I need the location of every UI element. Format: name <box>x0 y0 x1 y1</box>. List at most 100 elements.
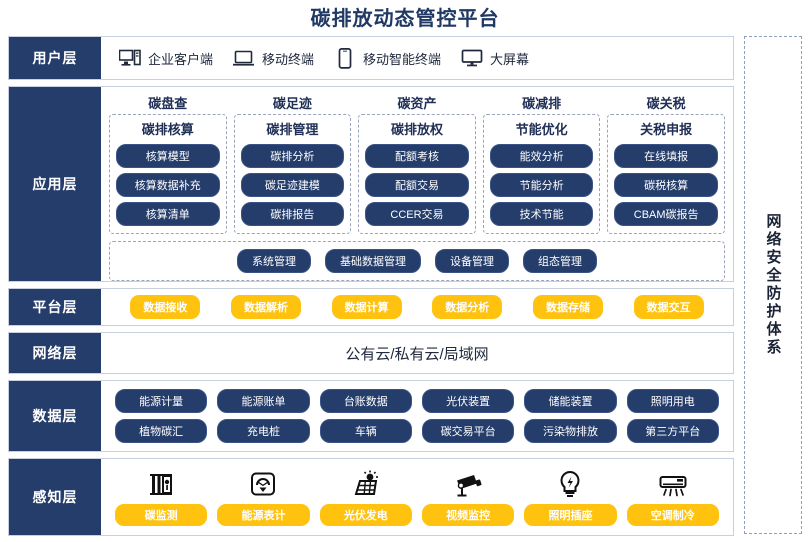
user-item-smart-mobile-terminal[interactable]: 移动智能终端 <box>334 47 442 69</box>
perception-item-label: 能源表计 <box>217 504 310 526</box>
perception-item-label: 光伏发电 <box>319 504 412 526</box>
data-item[interactable]: 第三方平台 <box>626 419 719 443</box>
perception-item-video-surveillance[interactable]: 视频监控 <box>421 468 515 526</box>
data-item[interactable]: 台账数据 <box>319 389 412 413</box>
app-item[interactable]: 碳排分析 <box>240 144 345 168</box>
layer-body-data: 能源计量 能源账单 台账数据 光伏装置 储能装置 照明用电 植物碳汇 充电桩 车… <box>101 381 733 451</box>
app-item[interactable]: 碳税核算 <box>614 173 718 197</box>
security-band-label: 网络安全防护体系 <box>764 213 782 357</box>
application-columns: 碳盘查 碳排核算 核算模型 核算数据补充 核算清单 碳足迹 碳排管理 碳排分析 <box>109 93 725 234</box>
user-item-mobile-terminal[interactable]: 移动终端 <box>233 48 314 68</box>
layer-body-application: 碳盘查 碳排核算 核算模型 核算数据补充 核算清单 碳足迹 碳排管理 碳排分析 <box>101 87 733 281</box>
perception-item-label: 空调制冷 <box>626 504 719 526</box>
sensor-cabinet-icon <box>147 468 175 498</box>
platform-item[interactable]: 数据解析 <box>230 295 301 319</box>
user-item-label: 移动智能终端 <box>363 51 442 67</box>
data-item[interactable]: 植物碳汇 <box>115 419 208 443</box>
app-item[interactable]: 碳足迹建模 <box>240 173 345 197</box>
app-item[interactable]: 碳排报告 <box>240 202 345 226</box>
user-item-label: 移动终端 <box>262 51 315 67</box>
app-column-title: 碳关税 <box>646 96 686 111</box>
app-column-group: 碳排管理 碳排分析 碳足迹建模 碳排报告 <box>233 114 352 234</box>
network-text: 公有云/私有云/局域网 <box>345 345 489 363</box>
platform-item[interactable]: 数据存储 <box>532 295 603 319</box>
app-item[interactable]: CBAM碳报告 <box>614 202 718 226</box>
app-column-subtitle: 碳排放权 <box>390 122 443 137</box>
app-column-carbon-tariff: 碳关税 关税申报 在线填报 碳税核算 CBAM碳报告 <box>607 93 725 234</box>
perception-item-label: 照明插座 <box>524 504 617 526</box>
management-item[interactable]: 设备管理 <box>435 249 509 273</box>
perception-item-air-conditioning[interactable]: 空调制冷 <box>626 468 719 526</box>
data-item[interactable]: 照明用电 <box>626 389 719 413</box>
data-item[interactable]: 储能装置 <box>524 389 617 413</box>
app-column-group: 碳排核算 核算模型 核算数据补充 核算清单 <box>109 114 227 234</box>
app-column-title: 碳足迹 <box>272 96 312 111</box>
app-column-group: 节能优化 能效分析 节能分析 技术节能 <box>482 114 601 234</box>
app-column-title: 碳资产 <box>397 96 437 111</box>
smartphone-icon <box>334 47 356 69</box>
app-column-group: 关税申报 在线填报 碳税核算 CBAM碳报告 <box>607 114 725 234</box>
management-item[interactable]: 基础数据管理 <box>325 249 421 273</box>
layer-label-network: 网络层 <box>9 333 101 373</box>
app-column-subtitle: 关税申报 <box>640 122 693 137</box>
app-column-title: 碳减排 <box>522 96 562 111</box>
app-item[interactable]: 配额交易 <box>365 173 469 197</box>
app-item[interactable]: 配额考核 <box>365 144 469 168</box>
user-item-large-screen[interactable]: 大屏幕 <box>461 48 529 68</box>
perception-grid: 碳监测 能源表计 <box>115 468 719 526</box>
layer-application: 应用层 碳盘查 碳排核算 核算模型 核算数据补充 核算清单 碳足迹 <box>8 86 734 282</box>
data-item[interactable]: 能源账单 <box>217 389 310 413</box>
layer-body-platform: 数据接收 数据解析 数据计算 数据分析 数据存储 数据交互 <box>101 289 733 325</box>
layer-body-user: 企业客户端 移动终端 <box>101 37 733 79</box>
platform-item[interactable]: 数据计算 <box>331 295 402 319</box>
app-item[interactable]: 核算数据补充 <box>116 173 220 197</box>
layer-body-network: 公有云/私有云/局域网 <box>101 333 733 373</box>
management-item[interactable]: 系统管理 <box>237 249 311 273</box>
app-column-subtitle: 碳排核算 <box>141 122 194 137</box>
user-item-enterprise-client[interactable]: 企业客户端 <box>119 48 213 68</box>
layer-body-perception: 碳监测 能源表计 <box>101 459 733 535</box>
app-item[interactable]: 在线填报 <box>614 144 718 168</box>
data-item[interactable]: 车辆 <box>319 419 412 443</box>
platform-item[interactable]: 数据交互 <box>633 295 704 319</box>
solar-panel-icon <box>351 468 381 498</box>
perception-item-label: 碳监测 <box>115 504 208 526</box>
perception-item-label: 视频监控 <box>421 504 515 526</box>
app-column-subtitle: 节能优化 <box>515 122 568 137</box>
data-row: 能源计量 能源账单 台账数据 光伏装置 储能装置 照明用电 <box>115 389 719 413</box>
app-item[interactable]: 核算清单 <box>116 202 220 226</box>
light-bulb-icon <box>558 468 582 498</box>
perception-item-solar-power[interactable]: 光伏发电 <box>319 468 412 526</box>
laptop-icon <box>233 48 255 68</box>
monitor-icon <box>461 48 483 68</box>
air-conditioner-icon <box>658 468 688 498</box>
platform-item[interactable]: 数据分析 <box>432 295 503 319</box>
data-item[interactable]: 光伏装置 <box>421 389 515 413</box>
data-item[interactable]: 碳交易平台 <box>421 419 515 443</box>
page-title: 碳排放动态管控平台 <box>310 8 500 30</box>
layer-label-perception: 感知层 <box>9 459 101 535</box>
data-item[interactable]: 充电桩 <box>217 419 310 443</box>
app-item[interactable]: 技术节能 <box>489 202 594 226</box>
layer-network: 网络层 公有云/私有云/局域网 <box>8 332 734 374</box>
perception-item-lighting-socket[interactable]: 照明插座 <box>524 468 617 526</box>
app-column-carbon-footprint: 碳足迹 碳排管理 碳排分析 碳足迹建模 碳排报告 <box>233 93 352 234</box>
layer-user: 用户层 企业客户端 <box>8 36 734 80</box>
app-column-carbon-reduction: 碳减排 节能优化 能效分析 节能分析 技术节能 <box>482 93 601 234</box>
management-item[interactable]: 组态管理 <box>523 249 597 273</box>
app-item[interactable]: 核算模型 <box>116 144 220 168</box>
platform-item[interactable]: 数据接收 <box>130 295 201 319</box>
user-item-label: 大屏幕 <box>490 51 530 67</box>
data-row: 植物碳汇 充电桩 车辆 碳交易平台 污染物排放 第三方平台 <box>115 419 719 443</box>
app-item[interactable]: 能效分析 <box>489 144 594 168</box>
data-item[interactable]: 能源计量 <box>115 389 208 413</box>
layer-perception: 感知层 <box>8 458 734 536</box>
app-item[interactable]: 节能分析 <box>489 173 594 197</box>
perception-item-energy-meter[interactable]: 能源表计 <box>217 468 310 526</box>
perception-item-carbon-monitor[interactable]: 碳监测 <box>115 468 208 526</box>
layer-data: 数据层 能源计量 能源账单 台账数据 光伏装置 储能装置 照明用电 植物碳汇 充… <box>8 380 734 452</box>
layer-label-data: 数据层 <box>9 381 101 451</box>
data-item[interactable]: 污染物排放 <box>524 419 617 443</box>
app-item[interactable]: CCER交易 <box>365 202 469 226</box>
app-column-carbon-asset: 碳资产 碳排放权 配额考核 配额交易 CCER交易 <box>358 93 476 234</box>
